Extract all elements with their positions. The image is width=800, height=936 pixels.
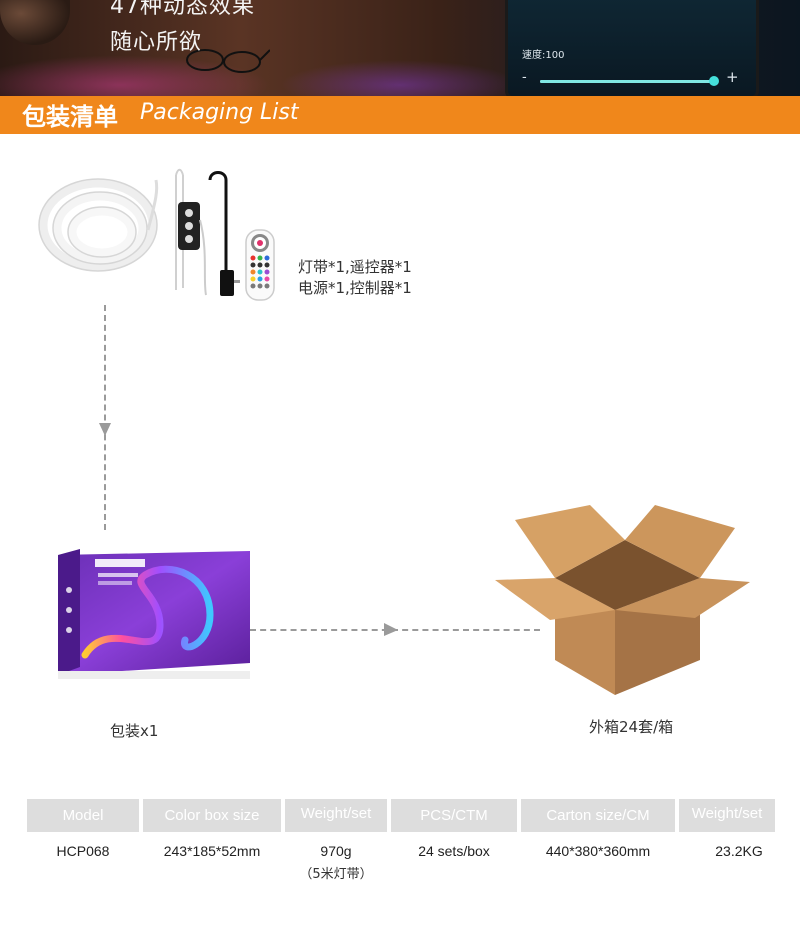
hero-banner: 47种动态效果 随心所欲 速度:100 - +: [0, 0, 800, 96]
contents-line-1: 灯带*1,遥控器*1: [298, 258, 412, 276]
table-header-pcs-ctm: PCS/CTM: [391, 799, 517, 832]
led-strip-image: [38, 178, 158, 272]
carton-image: [495, 505, 750, 695]
arrow-down-icon: [99, 423, 111, 436]
section-header-bar: [0, 96, 800, 134]
table-header-model: Model: [27, 799, 139, 832]
table-cell-color-box-size: 243*185*52mm: [163, 843, 261, 859]
table-header-carton-size: Carton size/CM: [521, 799, 675, 832]
table-cell-model: HCP068: [56, 843, 110, 859]
speed-slider-fill: [540, 80, 715, 83]
hero-headline: 47种动态效果: [110, 0, 255, 19]
carton-caption: 外箱24套/箱: [589, 718, 674, 736]
table-cell-weight-note: （5米灯带）: [299, 867, 373, 882]
color-box-image: [58, 549, 250, 679]
glasses-image: [186, 49, 270, 73]
contents-line-2: 电源*1,控制器*1: [298, 279, 412, 297]
section-title-cn: 包装清单: [22, 103, 118, 131]
arrow-right-icon: [384, 623, 398, 636]
speed-slider[interactable]: [540, 76, 720, 86]
phone-screen: 速度:100 - +: [505, 0, 759, 96]
color-box-caption: 包装x1: [110, 722, 159, 740]
table-cell-pcs-ctm: 24 sets/box: [418, 843, 490, 859]
remote-image: [245, 229, 275, 301]
power-adapter-image: [220, 270, 234, 296]
speed-slider-knob[interactable]: [709, 76, 720, 86]
lamp-image: [0, 0, 70, 45]
table-cell-carton-weight: 23.2KG: [715, 843, 763, 859]
speed-label: 速度:100: [522, 50, 565, 61]
table-header-weight-set: Weight/set: [285, 799, 387, 832]
speed-minus-button[interactable]: -: [522, 70, 527, 85]
section-title-en: Packaging List: [140, 100, 299, 125]
hero-subline: 随心所欲: [110, 30, 203, 55]
flow-arrow-down: [104, 305, 106, 530]
light-glow: [280, 60, 520, 96]
speed-plus-button[interactable]: +: [726, 68, 739, 86]
table-header-carton-weight: Weight/set: [679, 799, 775, 832]
table-header-color-box-size: Color box size: [143, 799, 281, 832]
table-cell-carton-size: 440*380*360mm: [545, 843, 651, 859]
package-contents-image: [38, 168, 275, 301]
table-cell-weight-set: 970g: [320, 843, 352, 859]
